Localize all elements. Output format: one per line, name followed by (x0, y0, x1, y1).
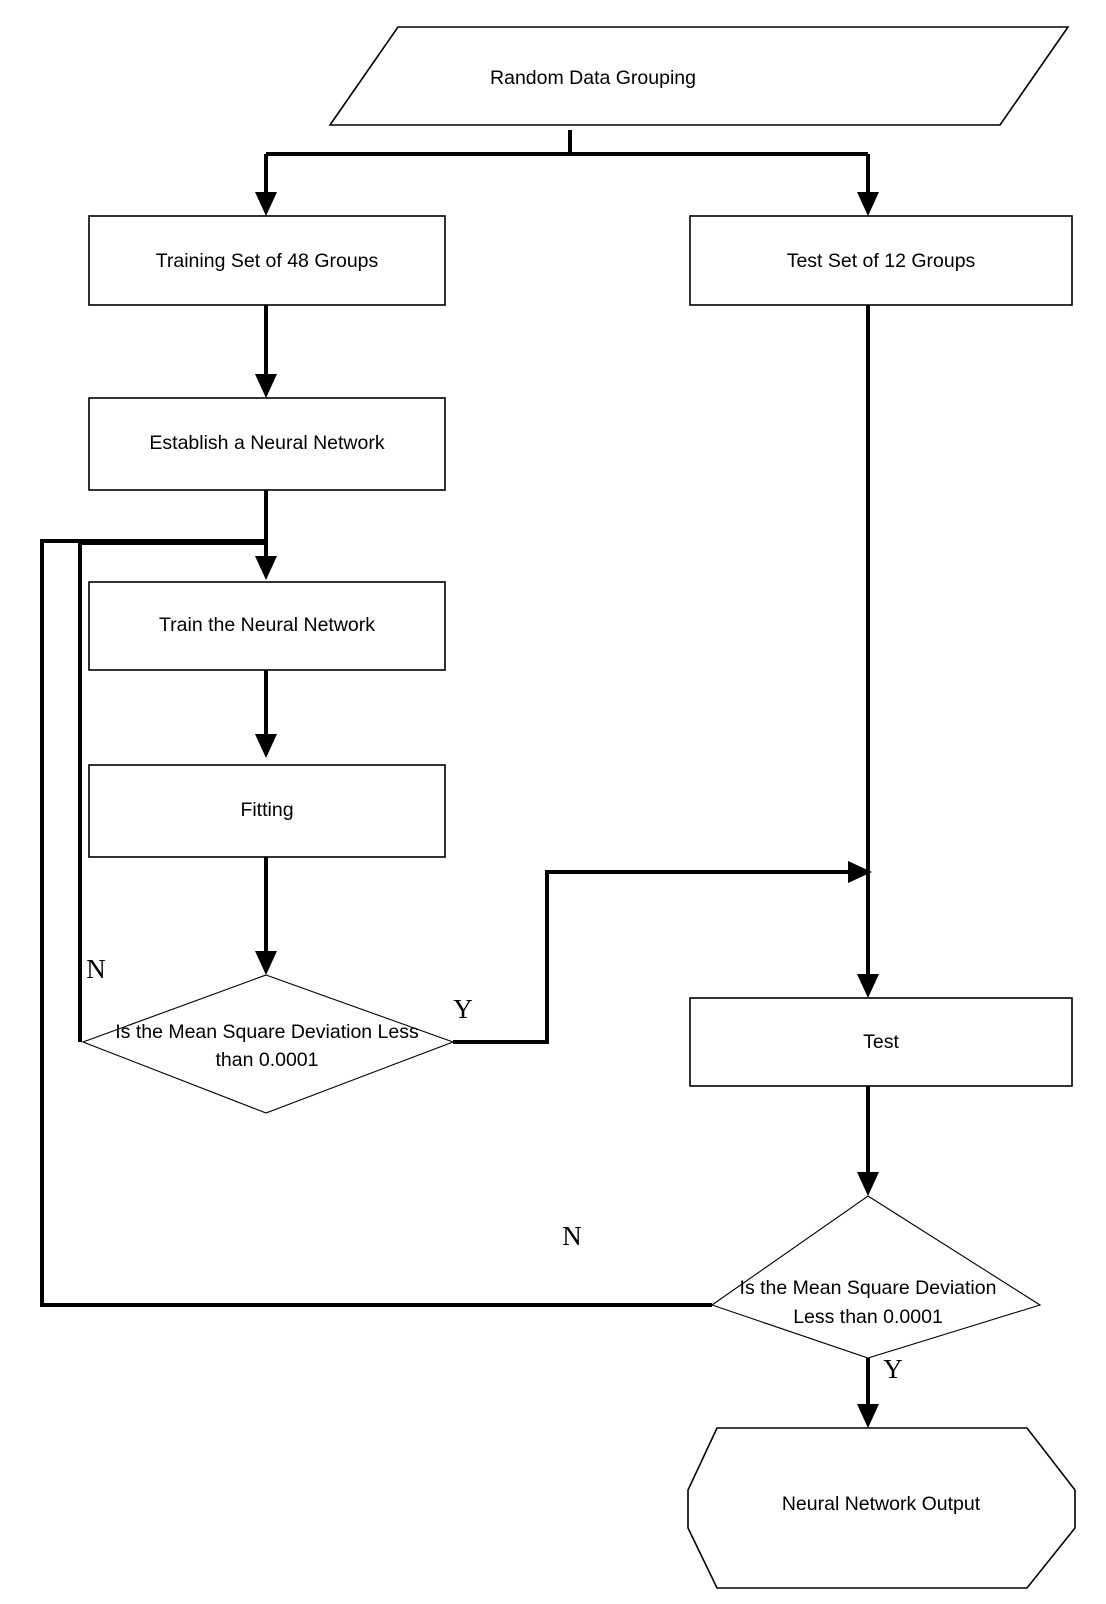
node-neural-network-output[interactable]: Neural Network Output (687, 1427, 1076, 1589)
branch-label-test-no: N (562, 1221, 582, 1251)
node-label-neural-network-output: Neural Network Output (782, 1493, 981, 1515)
connector-bus-to-test-set (857, 154, 879, 216)
branch-label-train-yes: Y (453, 994, 473, 1024)
branch-label-train-no: N (86, 954, 106, 984)
connector-train-to-fitting (255, 670, 277, 758)
node-label-decision-training-mse-line1: Is the Mean Square Deviation Less (115, 1021, 419, 1043)
connector-fitting-to-decision (255, 857, 277, 975)
node-establish-neural-network[interactable]: Establish a Neural Network (88, 397, 446, 491)
connector-training-to-establish (255, 305, 277, 398)
node-random-data-grouping[interactable]: Random Data Grouping (328, 26, 1070, 126)
node-fitting[interactable]: Fitting (88, 764, 446, 858)
node-label-train-neural-network: Train the Neural Network (159, 614, 375, 636)
connector-decision-yes-to-test-column (453, 861, 872, 1044)
node-decision-training-mse[interactable]: Is the Mean Square Deviation Less than 0… (81, 974, 455, 1114)
connector-start-to-bus (266, 130, 868, 156)
connector-bus-to-training-set (255, 154, 277, 216)
connector-test-set-to-test (857, 305, 879, 998)
node-decision-test-mse[interactable]: Is the Mean Square Deviation Less than 0… (710, 1195, 1042, 1359)
node-label-decision-test-mse-line2: Less than 0.0001 (793, 1306, 943, 1328)
node-train-neural-network[interactable]: Train the Neural Network (88, 581, 446, 671)
connector-decision-yes-to-output (857, 1358, 879, 1428)
node-label-establish-neural-network: Establish a Neural Network (149, 432, 384, 454)
branch-label-test-yes: Y (883, 1354, 903, 1384)
node-test-set[interactable]: Test Set of 12 Groups (689, 215, 1073, 306)
node-label-decision-test-mse-line1: Is the Mean Square Deviation (740, 1277, 997, 1299)
connector-outer-feedback-loop (40, 539, 712, 1307)
connector-establish-to-train (255, 490, 277, 580)
connector-test-to-decision (857, 1086, 879, 1196)
node-label-random-data-grouping: Random Data Grouping (490, 67, 696, 89)
node-test[interactable]: Test (689, 997, 1073, 1087)
node-training-set[interactable]: Training Set of 48 Groups (88, 215, 446, 306)
node-label-decision-training-mse-line2: than 0.0001 (215, 1049, 318, 1071)
node-label-fitting: Fitting (240, 799, 293, 821)
node-label-test: Test (863, 1031, 899, 1053)
node-label-training-set: Training Set of 48 Groups (156, 250, 379, 272)
node-label-test-set: Test Set of 12 Groups (787, 250, 976, 272)
